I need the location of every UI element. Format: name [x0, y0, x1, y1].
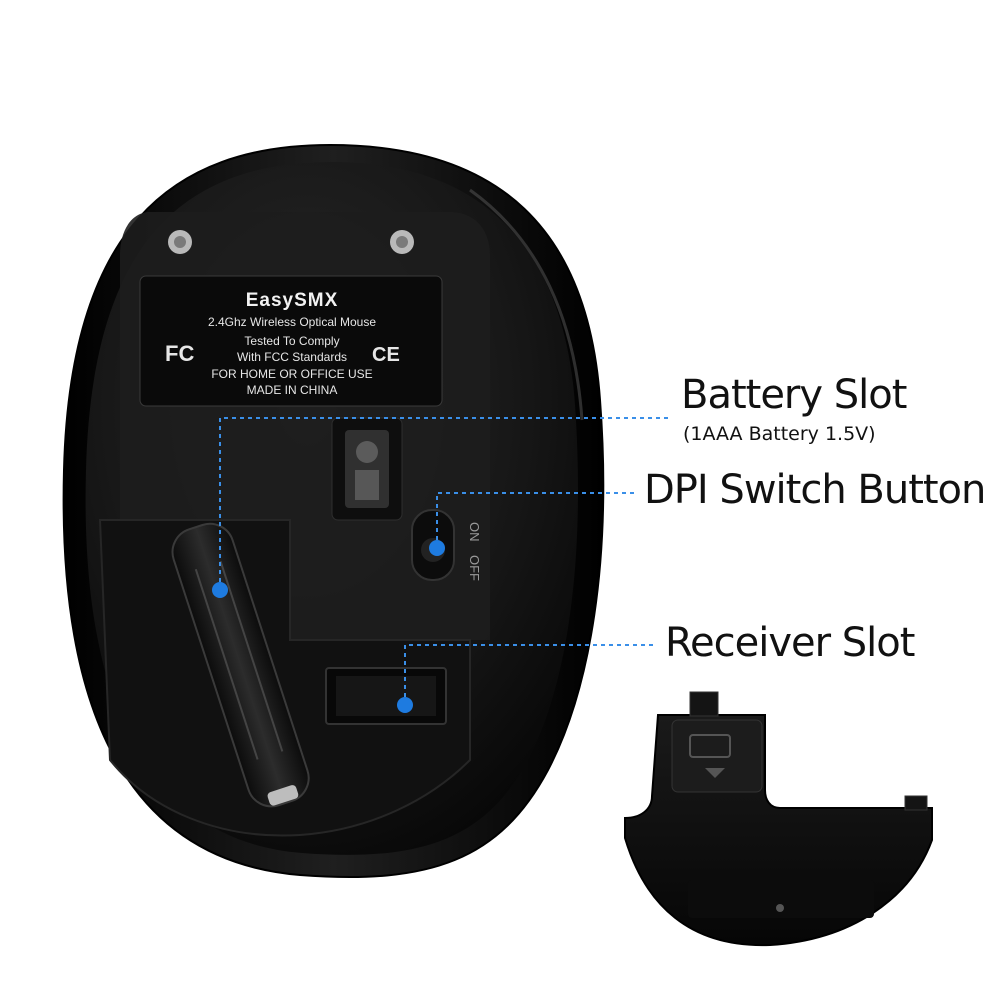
battery-cover: [624, 691, 933, 947]
compliance-line-1: Tested To Comply: [244, 334, 339, 348]
receiver-slot: [325, 667, 447, 725]
ce-mark: CE: [372, 344, 400, 366]
product-name-text: 2.4Ghz Wireless Optical Mouse: [208, 315, 376, 329]
compliance-label-plate: EasySMX 2.4Ghz Wireless Optical Mouse FC…: [139, 275, 443, 407]
usage-text: FOR HOME OR OFFICE USE: [211, 367, 372, 381]
dpi-switch-label: DPI Switch Button: [644, 467, 986, 513]
aaa-battery: [171, 522, 310, 808]
switch-off-label: OFF: [467, 555, 482, 581]
battery-slot-label: Battery Slot: [681, 372, 907, 418]
fcc-mark: FC: [165, 341, 194, 366]
screw-top-right: [390, 230, 414, 254]
switch-on-label: ON: [467, 522, 482, 542]
battery-callout-dot: [212, 582, 228, 598]
compliance-line-2: With FCC Standards: [237, 350, 347, 364]
brand-logo-text: EasySMX: [246, 290, 339, 311]
optical-sensor: [331, 417, 403, 521]
origin-text: MADE IN CHINA: [247, 383, 338, 397]
battery-callout-line: [219, 417, 672, 590]
battery-compartment: [98, 519, 471, 837]
battery-spec-label: (1AAA Battery 1.5V): [683, 423, 876, 445]
callout-lines: [219, 417, 672, 705]
dpi-callout-line: [436, 492, 636, 548]
receiver-slot-label: Receiver Slot: [665, 620, 915, 666]
screw-top-left: [168, 230, 192, 254]
receiver-callout-dot: [397, 697, 413, 713]
receiver-callout-line: [404, 644, 657, 705]
dpi-callout-dot: [429, 540, 445, 556]
